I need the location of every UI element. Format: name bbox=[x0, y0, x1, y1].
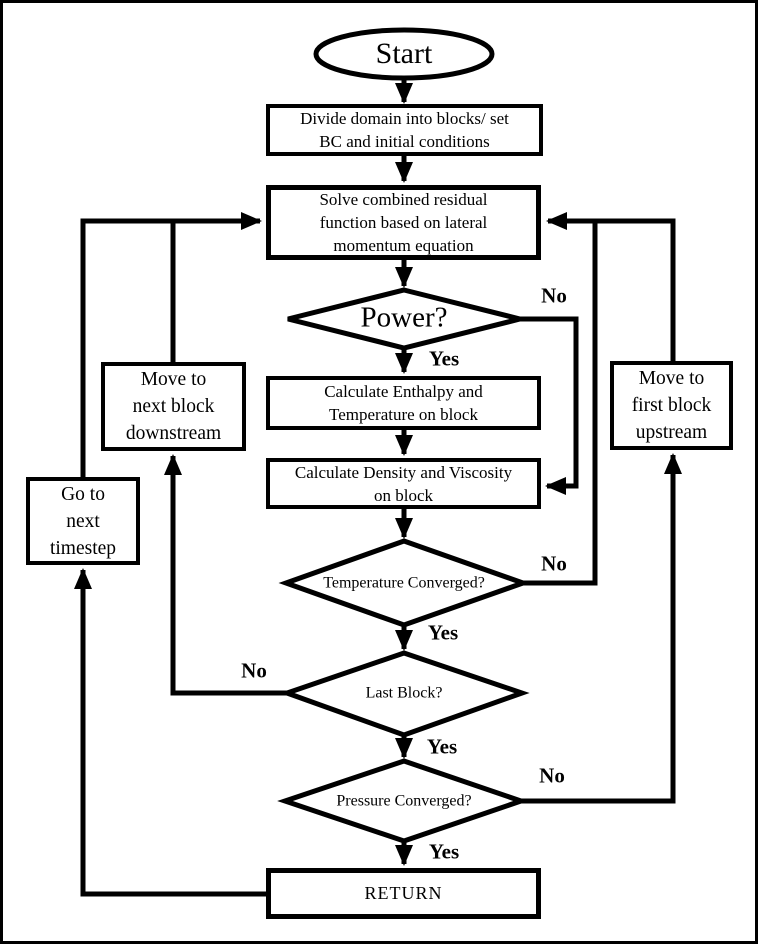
edge-return-timestep bbox=[74, 568, 266, 897]
node-next-timestep-line2: next bbox=[66, 510, 100, 532]
node-move-downstream-line1: Move to bbox=[140, 369, 207, 390]
label-temp-no: No bbox=[541, 551, 567, 576]
node-pressure-converged-line1: Pressure bbox=[336, 792, 391, 810]
node-return-label: RETURN bbox=[364, 883, 443, 903]
edge-upstream-solve bbox=[546, 212, 676, 361]
node-calc-enthalpy: Calculate Enthalpy and Temperature on bl… bbox=[266, 376, 541, 430]
node-move-upstream-line2: first block bbox=[631, 395, 712, 416]
node-pressure-converged-line2: Converged? bbox=[394, 792, 472, 810]
node-next-timestep-line3: timestep bbox=[49, 537, 117, 559]
node-power-label: Power? bbox=[360, 301, 448, 334]
node-solve-residual-line1: Solve combined residual bbox=[319, 190, 488, 209]
node-calc-density-line1: Calculate Density and Viscosity bbox=[294, 462, 513, 482]
node-next-timestep: Go to next timestep bbox=[26, 477, 140, 565]
label-power-yes: Yes bbox=[428, 346, 460, 371]
node-calc-enthalpy-line1: Calculate Enthalpy and bbox=[324, 382, 483, 401]
node-move-upstream-line3: upstream bbox=[635, 422, 708, 443]
flowchart-shapes-layer bbox=[74, 27, 682, 897]
node-move-upstream: Move to first block upstream bbox=[610, 361, 733, 450]
last-block-diamond-shape bbox=[279, 650, 530, 738]
node-divide-domain-line1: Divide domain into blocks/ set bbox=[300, 109, 509, 128]
node-move-upstream-line1: Move to bbox=[638, 368, 705, 389]
label-pressure-no: No bbox=[539, 763, 565, 788]
node-calc-density: Calculate Density and Viscosity on block bbox=[266, 458, 541, 509]
edge-timestep-solve bbox=[80, 212, 262, 477]
node-divide-domain-line2: BC and initial conditions bbox=[319, 132, 490, 151]
node-solve-residual-line2: function based on lateral bbox=[319, 213, 488, 232]
node-temp-converged-label: Temperature Converged? bbox=[323, 572, 485, 595]
edge-pressure-no-upstream bbox=[521, 453, 682, 804]
node-calc-enthalpy-line2: Temperature on block bbox=[329, 405, 478, 424]
label-pressure-yes: Yes bbox=[428, 839, 460, 864]
node-solve-residual-line3: momentum equation bbox=[333, 236, 474, 255]
node-move-downstream: Move to next block downstream bbox=[101, 362, 246, 451]
node-temp-converged-line2: Converged? bbox=[407, 574, 485, 592]
node-solve-residual: Solve combined residual function based o… bbox=[266, 185, 541, 260]
edge-lastblock-no-downstream bbox=[164, 454, 287, 696]
label-lastblock-no: No bbox=[241, 658, 267, 683]
node-divide-domain: Divide domain into blocks/ set BC and in… bbox=[266, 104, 543, 156]
node-return: RETURN bbox=[266, 868, 541, 919]
label-lastblock-yes: Yes bbox=[426, 734, 458, 759]
node-last-block-label: Last Block? bbox=[365, 684, 443, 702]
node-pressure-converged-label: Pressure Converged? bbox=[336, 790, 471, 813]
power-diamond-shape bbox=[287, 287, 521, 351]
label-power-no: No bbox=[541, 283, 567, 308]
temp-converged-diamond-shape bbox=[278, 538, 531, 628]
node-calc-density-line2: on block bbox=[373, 485, 434, 505]
node-move-downstream-line2: next block bbox=[132, 396, 215, 417]
node-next-timestep-line1: Go to bbox=[61, 483, 105, 505]
node-start: Start bbox=[375, 37, 433, 70]
start-ellipse-shape bbox=[313, 27, 495, 81]
node-move-downstream-line3: downstream bbox=[125, 423, 222, 444]
pressure-converged-diamond-shape bbox=[277, 758, 529, 844]
edge-power-no-density bbox=[520, 316, 579, 495]
node-temp-converged-line1: Temperature bbox=[323, 574, 404, 592]
edge-tempconv-no-up bbox=[521, 219, 598, 586]
label-temp-yes: Yes bbox=[427, 620, 459, 645]
